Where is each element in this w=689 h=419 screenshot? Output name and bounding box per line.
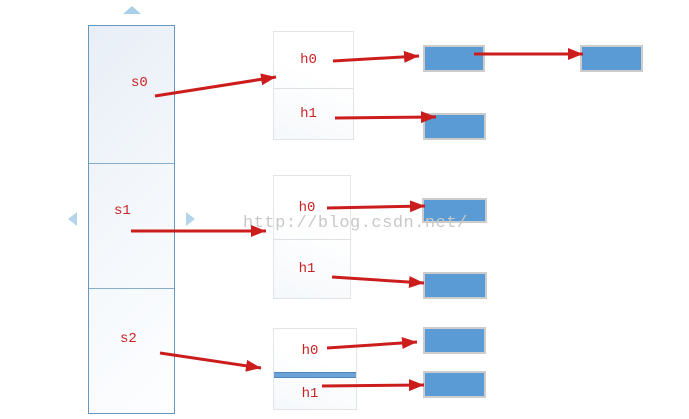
hashentry-label: h1 <box>298 261 316 277</box>
hashentry-node <box>423 45 485 72</box>
hashentry-label: h1 <box>300 106 317 122</box>
hashentry-node <box>423 327 486 354</box>
hashentry-node <box>580 45 643 72</box>
pointer-arrow-s2-to-table3 <box>159 351 262 372</box>
hashentry-label: h0 <box>298 199 316 216</box>
segment-cell: s0 <box>89 26 174 164</box>
segment-label: s1 <box>114 203 131 219</box>
hashentry-cell: h0 <box>274 32 353 89</box>
scroll-right-icon <box>186 212 195 226</box>
hashentry-label: h1 <box>301 385 319 402</box>
hashentry-table: h0 h1 <box>273 31 354 140</box>
hashentry-cell: h1 <box>274 378 356 409</box>
hashentry-table: h0 h1 <box>273 175 351 299</box>
hashentry-cell: h0 <box>274 176 350 240</box>
watermark-text: http://blog.csdn.net/ <box>243 214 468 233</box>
hashentry-label: h0 <box>301 342 319 359</box>
hashentry-node <box>423 371 486 398</box>
hashentry-table: h0 h1 <box>273 328 357 410</box>
hashentry-cell: h1 <box>274 240 350 298</box>
segment-label: s0 <box>131 75 148 91</box>
segment-array: s0 s1 s2 <box>88 25 175 414</box>
segment-label: s2 <box>120 331 137 347</box>
hashentry-node <box>423 113 486 140</box>
segment-cell: s2 <box>89 289 174 413</box>
hashentry-label: h0 <box>300 52 317 68</box>
highlight-bar <box>274 372 356 378</box>
hashentry-node <box>422 198 487 223</box>
scroll-left-icon <box>68 212 77 226</box>
hashentry-cell: h0 <box>274 329 356 372</box>
hashentry-cell: h1 <box>274 89 353 139</box>
segment-cell: s1 <box>89 164 174 289</box>
hashentry-node <box>423 272 487 299</box>
scroll-up-icon <box>123 6 141 14</box>
